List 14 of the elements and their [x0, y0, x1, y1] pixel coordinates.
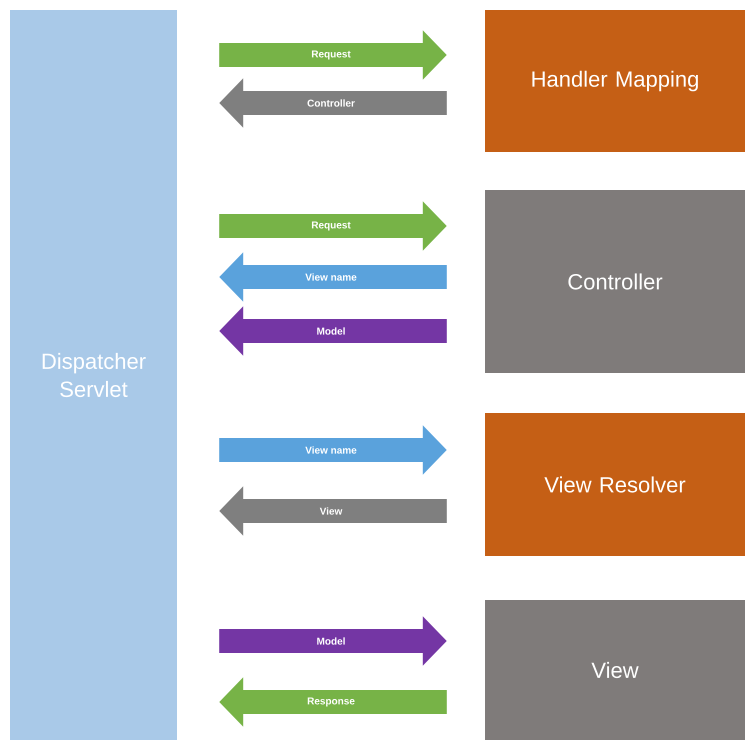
process-box: Controller	[485, 190, 745, 373]
process-box: View Resolver	[485, 413, 745, 556]
process-box: Dispatcher Servlet	[10, 10, 177, 740]
edge-label: View name	[305, 446, 356, 454]
edge-label: Request	[312, 50, 351, 60]
edge-label: Response	[308, 698, 355, 706]
process-box: Handler Mapping	[485, 10, 745, 152]
edge-label: View	[320, 507, 342, 515]
edge-label: Model	[317, 327, 345, 335]
edge-label: View name	[305, 273, 356, 281]
edge-label: Request	[312, 222, 351, 230]
edge-label: Model	[317, 637, 345, 645]
process-box: View	[485, 600, 745, 740]
edge-label: Controller	[308, 99, 355, 107]
